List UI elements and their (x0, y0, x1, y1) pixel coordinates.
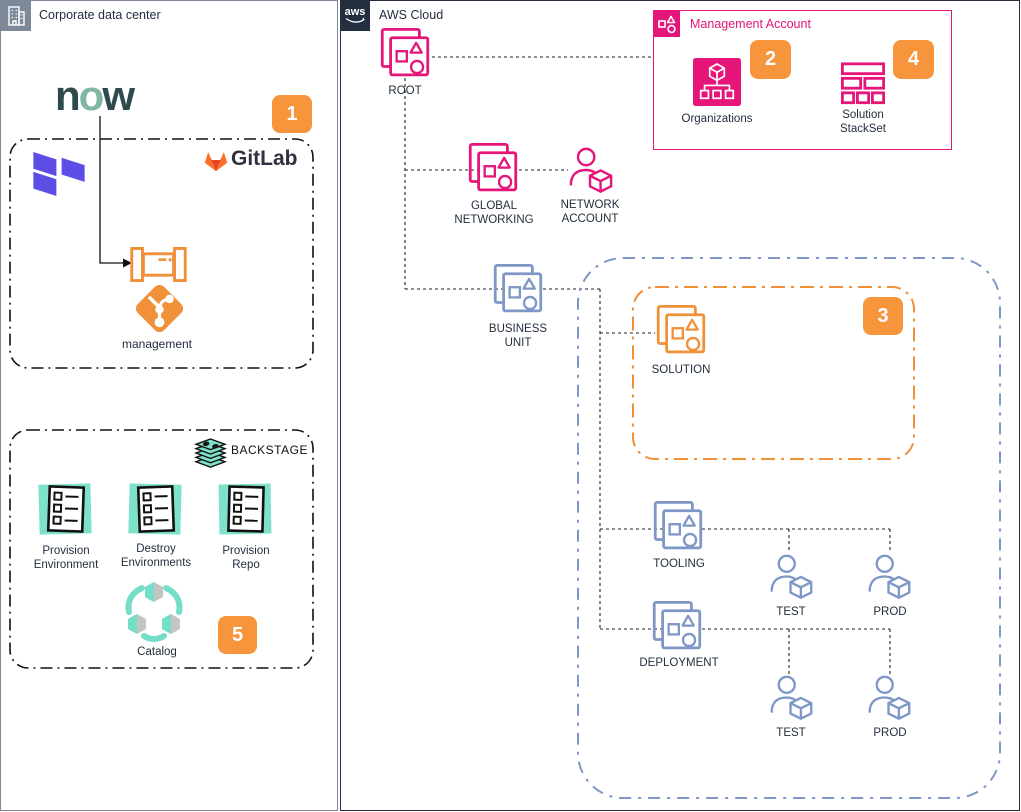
global-networking-ou-icon (468, 143, 518, 192)
corporate-data-center-panel (0, 0, 338, 811)
organizations-icon (693, 58, 741, 106)
step-badge-3: 3 (863, 297, 903, 335)
tooling-prod-account-icon (868, 554, 911, 600)
solution-label: SOLUTION (651, 364, 711, 376)
toolkit-icon (130, 247, 187, 282)
deployment-ou-icon (652, 601, 702, 650)
deployment-prod-label: PROD (873, 727, 907, 739)
root-label: ROOT (388, 85, 422, 97)
provision-repo-icon (218, 483, 272, 535)
organizations-label: Organizations (681, 113, 753, 125)
solution-ou-icon (656, 305, 706, 354)
network-account-icon (569, 147, 613, 193)
catalog-icon (125, 582, 183, 642)
deployment-label: DEPLOYMENT (639, 657, 719, 669)
now-n: n (55, 72, 81, 119)
business-unit-label: BUSINESS UNIT (488, 323, 548, 349)
svg-text:aws: aws (345, 6, 366, 18)
deployment-test-account-icon (770, 675, 813, 721)
now-o: o (78, 72, 105, 119)
backstage-icon (193, 438, 228, 468)
tooling-prod-label: PROD (873, 606, 907, 618)
servicenow-logo: now (55, 72, 135, 120)
left-panel-title: Corporate data center (39, 8, 161, 22)
root-ou-icon (380, 28, 430, 77)
deployment-test-label: TEST (776, 727, 806, 739)
management-label: management (121, 337, 193, 351)
deployment-prod-account-icon (868, 675, 911, 721)
network-account-label: NETWORK ACCOUNT (560, 199, 620, 225)
gitlab-label: GitLab (231, 147, 298, 170)
building-icon (1, 1, 31, 31)
management-account-icon (654, 11, 680, 37)
step-badge-4: 4 (893, 40, 934, 79)
tooling-test-label: TEST (776, 606, 806, 618)
step-badge-1: 1 (272, 95, 312, 133)
step-badge-5: 5 (218, 616, 257, 654)
aws-logo-icon: aws (340, 1, 370, 31)
provision-repo-label: Provision Repo (222, 545, 270, 571)
tooling-ou-icon (653, 501, 703, 550)
gitlab-icon (204, 152, 228, 172)
provision-environment-label: Provision Environment (33, 545, 99, 571)
catalog-label: Catalog (137, 646, 177, 658)
business-unit-ou-icon (493, 264, 543, 313)
tooling-test-account-icon (770, 554, 813, 600)
terraform-icon (33, 152, 85, 196)
management-account-box (653, 10, 952, 150)
backstage-title: BACKSTAGE (231, 443, 308, 457)
global-networking-label: GLOBAL NETWORKING (454, 200, 534, 226)
destroy-environments-label: Destroy Environments (120, 543, 192, 569)
right-panel-title: AWS Cloud (379, 8, 444, 22)
tooling-label: TOOLING (653, 558, 705, 570)
destroy-environments-icon (128, 483, 182, 535)
provision-environment-icon (38, 483, 92, 535)
git-icon (135, 284, 184, 333)
now-w: w (102, 72, 135, 119)
management-account-title: Management Account (690, 17, 811, 31)
step-badge-2: 2 (750, 40, 791, 79)
solution-stackset-icon (841, 62, 885, 105)
solution-stackset-label: Solution StackSet (839, 109, 887, 135)
